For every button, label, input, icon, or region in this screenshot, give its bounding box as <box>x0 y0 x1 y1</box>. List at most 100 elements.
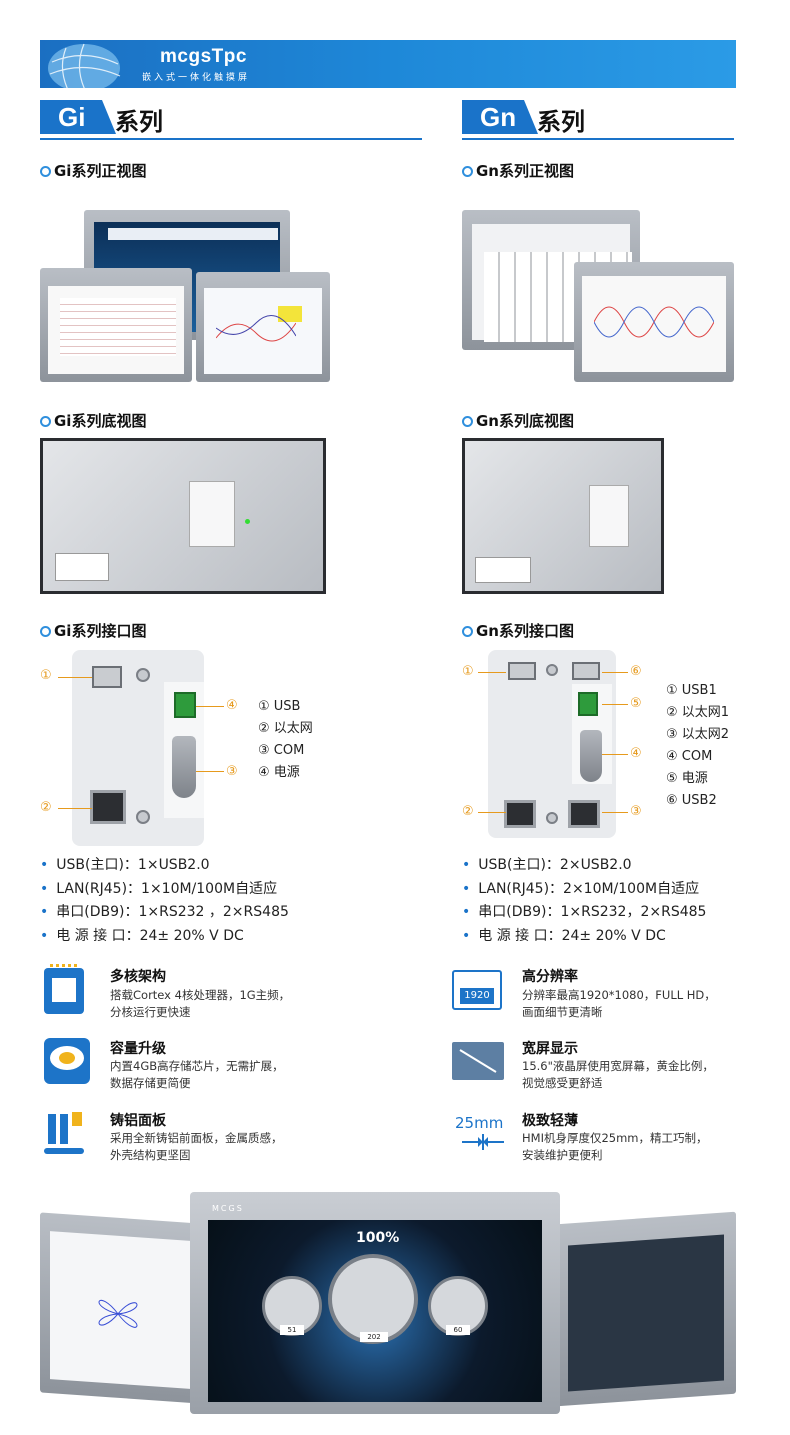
power-terminal <box>578 692 598 716</box>
trend-curve-icon <box>216 314 296 342</box>
feature-desc: 内置4GB高存储芯片，无需扩展，数据存储更简便 <box>110 1059 284 1090</box>
speed-gauge-icon <box>328 1254 418 1344</box>
gn-interface-title: Gn系列接口图 <box>462 620 574 641</box>
callout-line <box>478 812 506 813</box>
usb1-port <box>508 662 536 680</box>
callout-line <box>58 677 92 678</box>
showcase-brand: MCGS <box>212 1204 244 1213</box>
rj45-port <box>90 790 126 824</box>
screw-icon <box>136 810 150 824</box>
gi-series-badge: Gi <box>40 100 116 134</box>
circle-bullet-icon <box>462 626 473 637</box>
rj45-port-2 <box>568 800 600 828</box>
feature-title: 容量升级 <box>110 1041 166 1057</box>
widescreen-icon <box>452 1042 504 1080</box>
spec-item: 电 源 接 口：24± 20% V DC <box>40 925 289 949</box>
gn-callout-4: ④ <box>630 746 642 761</box>
gi-callout-1: ① <box>40 668 52 683</box>
brand-subtitle: 嵌入式一体化触摸屏 <box>142 73 251 83</box>
resolution-icon: 1920 <box>452 970 502 1010</box>
gn-callout-5: ⑤ <box>630 696 642 711</box>
header-banner <box>40 40 736 88</box>
callout-line <box>196 771 224 772</box>
gi-hmi-table <box>40 268 192 382</box>
left-gauge-value: 51 <box>280 1325 304 1335</box>
gi-interface-title: Gi系列接口图 <box>40 620 146 641</box>
legend-item: ① USB1 <box>666 683 717 698</box>
right-gauge-value: 60 <box>446 1325 470 1335</box>
spec-item: USB(主口)：1×USB2.0 <box>40 854 289 878</box>
center-gauge-value: 202 <box>360 1332 388 1342</box>
legend-item: ② 以太网1 <box>666 705 730 720</box>
feature-desc: 搭载Cortex 4核处理器，1G主频，分核运行更快速 <box>110 988 291 1019</box>
gn-series-underline <box>462 138 734 140</box>
callout-line <box>196 706 224 707</box>
gn-interface-panel <box>488 650 616 838</box>
spec-item: 电 源 接 口：24± 20% V DC <box>462 925 706 949</box>
gn-callout-2: ② <box>462 804 474 819</box>
gn-series-title: 系列 <box>537 108 585 136</box>
usb2-port <box>572 662 600 680</box>
diagonal-arrow-icon <box>459 1049 497 1073</box>
legend-item: ② 以太网 <box>258 721 313 736</box>
feature-title: 宽屏显示 <box>522 1041 578 1057</box>
spec-item: LAN(RJ45)：1×10M/100M自适应 <box>40 878 289 902</box>
gauge-percent: 100% <box>356 1230 400 1246</box>
gi-front-view-title: Gi系列正视图 <box>40 160 146 181</box>
disk-icon <box>44 1038 90 1084</box>
thin-icon <box>462 1134 504 1150</box>
gi-callout-3: ③ <box>226 764 238 779</box>
legend-item: ④ COM <box>666 749 713 764</box>
resolution-icon-label: 1920 <box>460 988 494 1004</box>
globe-logo-icon <box>48 43 121 88</box>
usb-port <box>92 666 122 688</box>
gn-spec-list: USB(主口)：2×USB2.0 LAN(RJ45)：2×10M/100M自适应… <box>462 854 706 948</box>
spec-item: LAN(RJ45)：2×10M/100M自适应 <box>462 878 706 902</box>
circle-bullet-icon <box>40 166 51 177</box>
gi-interface-panel <box>72 650 204 846</box>
callout-line <box>478 672 506 673</box>
circle-bullet-icon <box>462 166 473 177</box>
feature-title: 极致轻薄 <box>522 1113 578 1129</box>
circle-bullet-icon <box>40 416 51 427</box>
aluminum-icon <box>44 1110 86 1158</box>
cpu-icon <box>44 964 84 1014</box>
gi-interface-legend: ① USB ② 以太网 ③ COM ④ 电源 <box>258 696 313 784</box>
feature-title: 高分辨率 <box>522 969 578 985</box>
power-terminal <box>174 692 196 718</box>
gi-callout-4: ④ <box>226 698 238 713</box>
butterfly-curve-icon <box>98 1299 138 1328</box>
screw-icon <box>136 668 150 682</box>
callout-line <box>602 754 628 755</box>
legend-item: ⑤ 电源 <box>666 771 708 786</box>
db9-port <box>580 730 602 782</box>
circle-bullet-icon <box>462 416 473 427</box>
feature-title: 铸铝面板 <box>110 1113 166 1129</box>
legend-item: ③ COM <box>258 743 305 758</box>
feature-desc: 采用全新铸铝前面板，金属质感，外壳结构更坚固 <box>110 1131 283 1162</box>
legend-item: ⑥ USB2 <box>666 793 717 808</box>
showcase-center-hmi: MCGS 100% 51 202 60 <box>190 1192 560 1414</box>
screw-icon <box>546 664 558 676</box>
screw-icon <box>546 812 558 824</box>
callout-line <box>602 704 628 705</box>
showcase-left-hmi <box>40 1212 200 1404</box>
db9-port <box>172 736 196 798</box>
gn-front-view-title: Gn系列正视图 <box>462 160 574 181</box>
legend-item: ③ 以太网2 <box>666 727 730 742</box>
callout-line <box>602 672 628 673</box>
gn-series-badge: Gn <box>462 100 538 134</box>
feature-title: 多核架构 <box>110 969 166 985</box>
thin-icon-label: 25mm <box>455 1114 504 1132</box>
gn-callout-6: ⑥ <box>630 664 642 679</box>
gn-back-panel <box>462 438 664 594</box>
gi-series-underline <box>40 138 422 140</box>
feature-desc: 15.6"液晶屏使用宽屏幕，黄金比例，视觉感受更舒适 <box>522 1059 714 1090</box>
circle-bullet-icon <box>40 626 51 637</box>
gn-callout-1: ① <box>462 664 474 679</box>
gi-series-title: 系列 <box>115 108 163 136</box>
gn-hmi-chart <box>574 262 734 382</box>
feature-desc: HMI机身厚度仅25mm，精工巧制，安装维护更便利 <box>522 1131 708 1162</box>
legend-item: ① USB <box>258 699 301 714</box>
brand-logo: mcgsTpc <box>160 46 247 67</box>
